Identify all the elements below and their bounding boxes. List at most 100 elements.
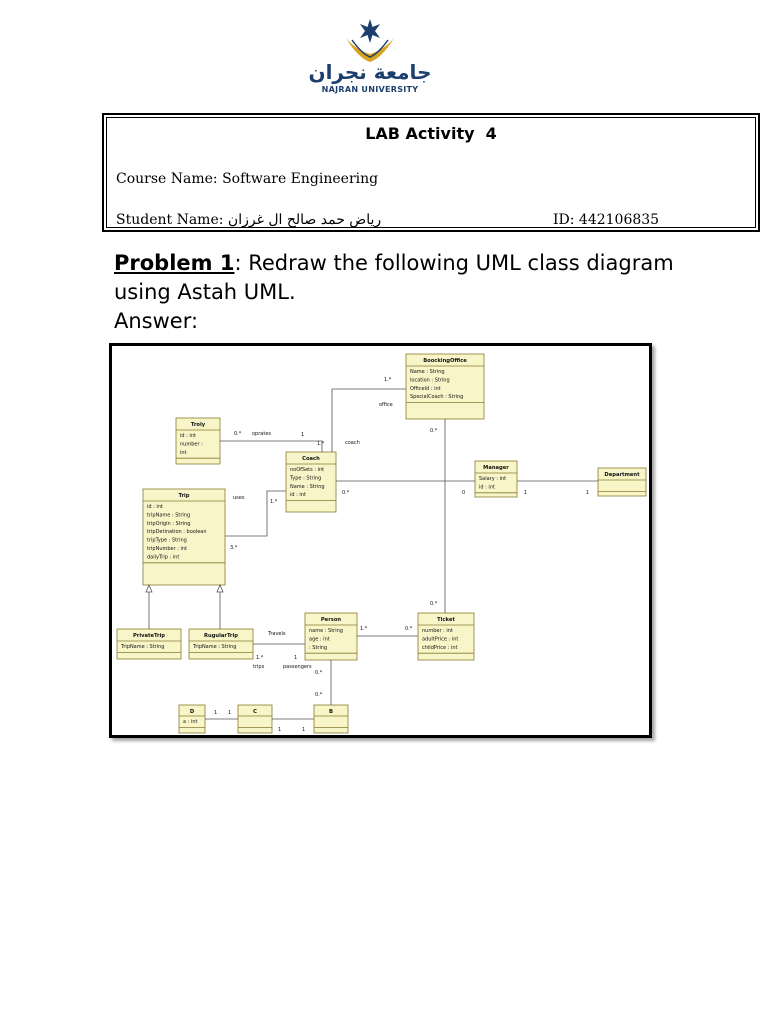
class-name-c: C bbox=[253, 709, 257, 715]
diagram-label-trips_mult: 1.* bbox=[256, 655, 264, 661]
student-name: Student Name: رياض حمد صالح ال غرزان bbox=[116, 212, 382, 228]
diagram-label-bo_manager_mult: 0.* bbox=[430, 428, 438, 434]
class-attr-booking: Name : String bbox=[410, 369, 445, 375]
class-attr-regulartrip: TripName : String bbox=[192, 644, 236, 650]
class-attr-coach: id : int bbox=[290, 492, 306, 498]
class-attr-manager: Salary : int bbox=[479, 476, 506, 482]
class-name-regulartrip: RugularTrip bbox=[204, 633, 238, 639]
class-box-privatetrip bbox=[116, 628, 182, 660]
diagram-label-office: office bbox=[379, 402, 393, 408]
class-attr-coach: Name : String bbox=[290, 484, 325, 490]
class-box-person bbox=[304, 612, 358, 661]
class-attr-privatetrip: TripName : String bbox=[120, 644, 164, 650]
lab-title: LAB Activity 4 bbox=[365, 124, 497, 143]
problem-number: Problem 1 bbox=[114, 251, 235, 275]
class-name-department: Department bbox=[604, 472, 640, 478]
class-attr-person: age : int bbox=[309, 636, 330, 642]
generalization-arrow-privatetrip bbox=[145, 583, 153, 593]
class-attr-trip: tripNumber : int bbox=[147, 546, 187, 552]
star-icon bbox=[360, 19, 380, 43]
diagram-label-manager_coach_mult: 0 bbox=[462, 490, 465, 496]
assoc-booking-coach bbox=[331, 388, 406, 452]
najran-university-logo bbox=[346, 19, 394, 62]
diagram-label-d_c_2: 1 bbox=[228, 710, 231, 716]
class-box-trip bbox=[142, 488, 226, 586]
class-name-booking: BoockingOffice bbox=[423, 358, 467, 364]
problem-statement: Problem 1: Redraw the following UML clas… bbox=[114, 249, 674, 336]
assoc-troly-coach bbox=[220, 440, 323, 452]
lab-info-box: LAB Activity 4 Course Name: Software Eng… bbox=[102, 113, 760, 232]
class-name-person: Person bbox=[321, 617, 342, 623]
class-attr-booking: SpecialCoach : String bbox=[410, 394, 463, 400]
class-attr-troly: id : int bbox=[180, 433, 196, 439]
diagram-label-uses_coach_mult: 1.* bbox=[270, 499, 278, 505]
diagram-label-b_person_mult: 0.* bbox=[315, 692, 323, 698]
assoc-trip-coach bbox=[225, 490, 286, 537]
diagram-label-c_b_2: 1 bbox=[302, 727, 305, 733]
class-attr-troly: number : bbox=[180, 441, 203, 447]
class-attr-trip: tripOrigin : String bbox=[147, 521, 190, 527]
diagram-label-dept_mult: 1 bbox=[586, 490, 589, 496]
generalization-arrow-regulartrip bbox=[216, 583, 224, 593]
diagram-label-manager_dept_mult: 1 bbox=[524, 490, 527, 496]
class-attr-booking: OfficeId : int bbox=[410, 386, 441, 392]
diagram-label-troly_coach_mult: 1 bbox=[301, 432, 304, 438]
class-name-d: D bbox=[190, 709, 195, 715]
diagram-label-d_c_1: 1 bbox=[214, 710, 217, 716]
class-name-troly: Troly bbox=[191, 422, 206, 428]
class-attr-trip: tripName : String bbox=[147, 512, 190, 518]
diagram-label-person_b_mult: 0.* bbox=[315, 670, 323, 676]
diagram-label-oprates: oprates bbox=[252, 431, 271, 437]
class-attr-ticket: adultPrice : int bbox=[422, 636, 458, 642]
class-attr-ticket: childPrice : int bbox=[422, 645, 457, 651]
student-id: ID: 442106835 bbox=[553, 212, 660, 228]
diagram-label-passengers: passengers bbox=[283, 664, 312, 670]
diagram-label-trips: trips bbox=[253, 664, 265, 670]
class-attr-trip: dailyTrip : int bbox=[147, 554, 179, 560]
diagram-label-person_ticket_mult: 1.* bbox=[360, 626, 368, 632]
diagram-label-coach_mult: 1.* bbox=[317, 441, 325, 447]
diagram-label-ticket_mult_top: 0.* bbox=[430, 601, 438, 607]
class-box-manager bbox=[474, 460, 518, 498]
class-attr-coach: noOfSets : int bbox=[290, 467, 324, 473]
diagram-label-coach_role: coach bbox=[345, 440, 360, 446]
class-name-ticket: Ticket bbox=[437, 617, 455, 623]
class-name-manager: Manager bbox=[483, 465, 509, 471]
diagram-label-troly_mult: 0.* bbox=[234, 431, 242, 437]
class-attr-booking: location : String bbox=[410, 377, 450, 383]
diagram-label-coach_manager_mult: 0.* bbox=[342, 490, 350, 496]
class-attr-trip: id : int bbox=[147, 504, 163, 510]
class-attr-ticket: number : int bbox=[422, 628, 453, 634]
class-name-b: B bbox=[329, 709, 333, 715]
logo-arabic-name: جامعة نجران bbox=[308, 60, 432, 84]
lab-info-inner-border: LAB Activity 4 Course Name: Software Eng… bbox=[106, 117, 756, 228]
diagram-label-travels: Travels bbox=[267, 631, 286, 637]
class-attr-person: name : String bbox=[309, 628, 343, 634]
class-attr-trip: tripDetination : boolean bbox=[147, 529, 207, 535]
class-attr-coach: Type : String bbox=[289, 475, 321, 481]
class-attr-manager: id : int bbox=[479, 484, 495, 490]
class-attr-troly: int bbox=[180, 450, 187, 456]
answer-label: Answer: bbox=[114, 309, 199, 333]
class-box-c bbox=[237, 704, 273, 734]
diagram-label-pass_mult: 1 bbox=[294, 655, 297, 661]
diagram-label-uses: uses bbox=[233, 495, 245, 501]
class-box-coach bbox=[285, 451, 337, 513]
class-attr-d: a : int bbox=[183, 719, 197, 725]
problem-text: : Redraw the following UML class diagram… bbox=[114, 251, 674, 304]
class-attr-trip: tripType : String bbox=[147, 538, 187, 544]
diagram-label-ticket_person_mult: 0.* bbox=[405, 626, 413, 632]
logo-english-name: NAJRAN UNIVERSITY bbox=[321, 85, 419, 94]
class-attr-person: : String bbox=[309, 645, 327, 651]
class-name-privatetrip: PrivateTrip bbox=[133, 633, 165, 639]
class-name-trip: Trip bbox=[178, 493, 189, 499]
class-box-ticket bbox=[417, 612, 475, 661]
diagram-label-c_b_1: 1 bbox=[278, 727, 281, 733]
class-box-d bbox=[178, 704, 206, 734]
course-name: Course Name: Software Engineering bbox=[116, 171, 379, 187]
class-name-coach: Coach bbox=[302, 456, 320, 462]
diagram-label-bo_coach_mult: 1.* bbox=[384, 377, 392, 383]
diagram-label-uses_trip_mult: 3.* bbox=[230, 545, 238, 551]
